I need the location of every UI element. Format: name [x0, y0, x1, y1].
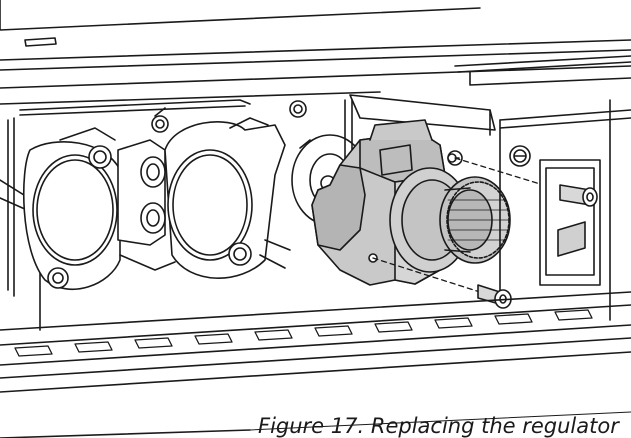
figure-caption: Figure 17. Replacing the regulator: [258, 414, 619, 438]
top-housing-panel: [0, 0, 631, 105]
valve-body-center: [164, 100, 307, 279]
bolt-icon: [477, 284, 512, 309]
gear-icon: [439, 176, 511, 264]
caption-rule: [0, 411, 631, 438]
screw-icon: [509, 145, 531, 167]
bolt-icon: [559, 184, 598, 207]
lower-rail: [0, 291, 631, 393]
rail-slots: [14, 309, 593, 357]
valve-body-left: [22, 127, 121, 290]
regulator: [311, 119, 471, 286]
middle-fittings: [117, 107, 176, 271]
side-panel: [499, 99, 631, 321]
